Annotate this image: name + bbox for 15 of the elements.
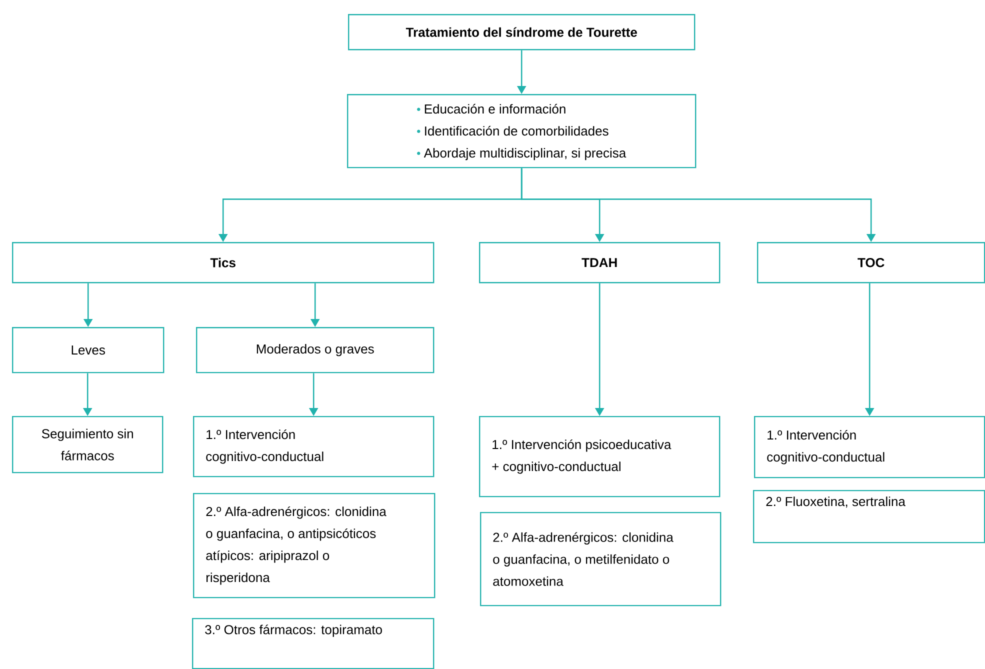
title-box: Tratamiento del síndrome de Tourette: [348, 14, 696, 50]
treatment-box: 2.º Alfa-adrenérgicos: clonidina o guanfacina, o metilfenidato o atomoxetina: [480, 512, 722, 606]
treatment-box: 2.º Alfa-adrenérgicos: clonidina o guanfacina, o antipsicóticos atípicos: aripiprazol o risperidona: [193, 492, 436, 598]
subcategory-box: Moderados o graves: [196, 326, 434, 374]
bullet-list-box: Educación e información Identificación de comorbilidades Abordaje multidisciplinar, si precisa: [347, 94, 696, 168]
treatment-box: 1.º Intervención cognitivo-conductual: [193, 416, 434, 478]
category-box: TOC: [757, 242, 985, 284]
treatment-box: Seguimiento sin fármacos: [12, 416, 164, 474]
treatment-box: 2.º Fluoxetina, sertralina: [753, 490, 985, 544]
subcategory-box: Leves: [12, 326, 164, 374]
treatment-box: 1.º Intervención cognitivo-conductual: [754, 416, 985, 478]
category-box: TDAH: [479, 242, 720, 284]
treatment-box: 1.º Intervención psicoeducativa + cognitivo-conductual: [479, 416, 720, 498]
category-box: Tics: [12, 242, 434, 284]
treatment-box: 3.º Otros fármacos: topiramato: [192, 618, 434, 669]
